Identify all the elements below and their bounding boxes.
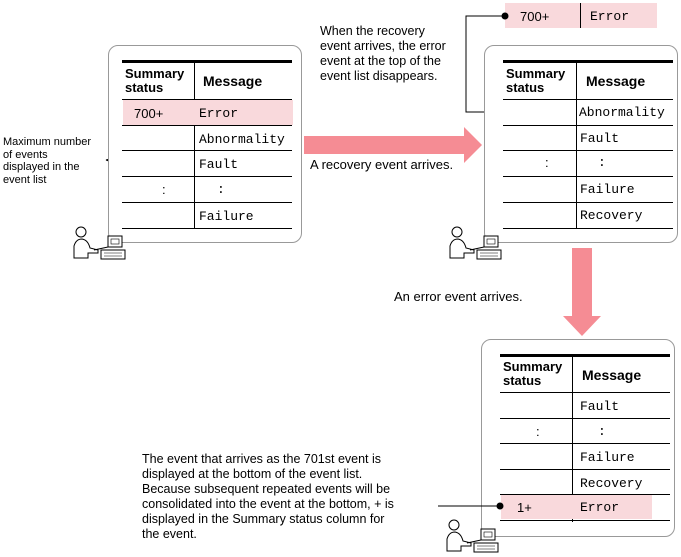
highlighted-row (123, 100, 293, 125)
bottom-note: The event that arrives as the 701st even… (142, 452, 394, 541)
removed-error-row (505, 3, 657, 28)
message-header: Message (586, 73, 646, 89)
row-message: Failure (580, 182, 635, 197)
removed-row-message: Error (590, 9, 630, 24)
max-events-note: Maximum number of events displayed in th… (3, 136, 92, 186)
row-message: : (598, 155, 606, 170)
row-status: : (162, 182, 166, 197)
row-message: Abnormality (199, 132, 285, 147)
operator-at-terminal-icon (449, 226, 502, 260)
row-message: Failure (580, 450, 635, 465)
row-message: Abnormality (579, 105, 665, 120)
row-status: : (545, 155, 549, 170)
message-header: Message (582, 367, 642, 383)
connector-line-bottom (438, 502, 504, 510)
error-arrives-label: An error event arrives. (394, 289, 523, 304)
recovery-note: When the recovery event arrives, the err… (320, 24, 446, 83)
row-message: Recovery (580, 208, 643, 223)
recovery-arrives-label: A recovery event arrives. (310, 157, 454, 172)
highlighted-row (501, 495, 652, 519)
row-message: Error (199, 106, 239, 121)
row-message: Fault (580, 399, 620, 414)
row-message: : (598, 424, 606, 439)
operator-at-terminal-icon (73, 226, 126, 260)
row-message: Fault (199, 157, 239, 172)
row-status: 1+ (517, 500, 532, 515)
row-message: Failure (199, 209, 254, 224)
event-list-panel-after-recovery (484, 45, 678, 243)
message-header: Message (203, 73, 263, 89)
operator-at-terminal-icon (446, 519, 499, 553)
right-arrow (304, 127, 482, 163)
row-message: Recovery (580, 476, 643, 491)
down-arrow (563, 248, 601, 336)
removed-row-status: 700+ (520, 9, 550, 24)
event-list-panel-initial (108, 45, 302, 243)
row-message: Fault (580, 131, 620, 146)
row-status: 700+ (134, 106, 164, 121)
row-message: Error (580, 500, 620, 515)
row-message: : (217, 182, 225, 197)
row-status: : (536, 424, 540, 439)
